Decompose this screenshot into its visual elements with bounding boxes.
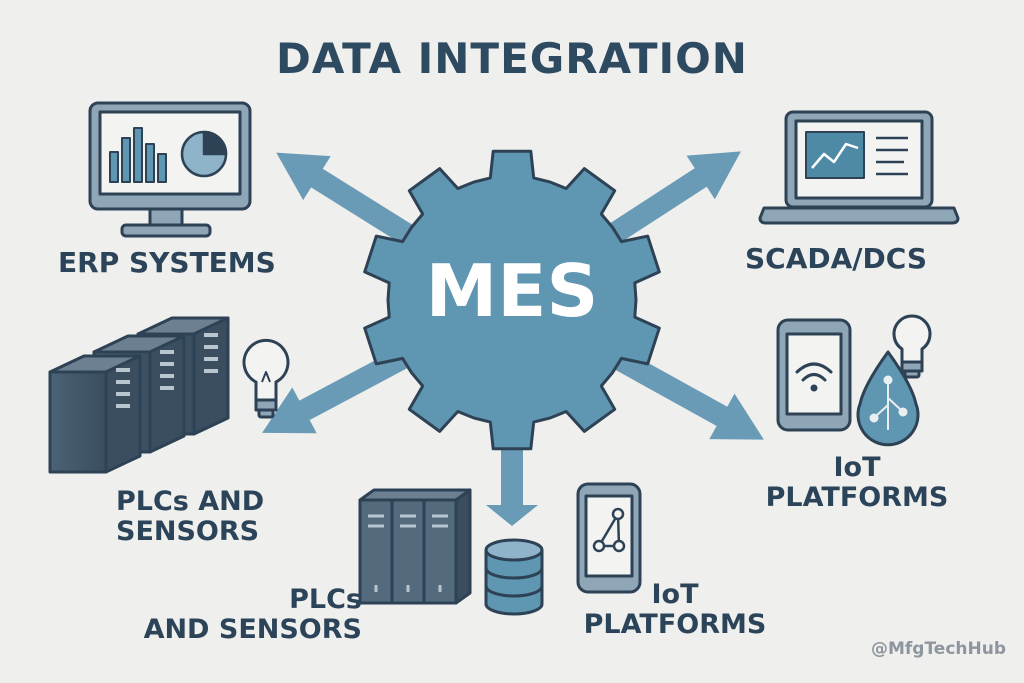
bar-chart-icon [109,127,167,183]
wifi-icon [795,362,833,392]
watermark: @MfgTechHub [870,639,1006,659]
server-rack-front [48,354,142,474]
server-rack-icon [358,488,472,605]
network-nodes-icon [592,507,626,553]
smartphone-icon [576,482,642,594]
light-bulb-icon [242,338,290,419]
node-label-scada: SCADA/DCS [745,242,927,275]
database-icon [484,538,544,616]
gear-icon [363,149,661,451]
hub-label: MES [425,249,599,333]
laptop-icon [758,110,960,225]
pie-chart-icon [180,130,228,178]
server-rack-icon [48,316,230,474]
circuit-drop-icon [856,350,920,447]
smartphone-icon [776,318,852,432]
light-bulb-icon [892,314,932,379]
desktop-monitor-icon [88,101,252,238]
node-label-plc-bottom: PLCs AND SENSORS [143,584,362,645]
node-label-plc-left: PLCs AND SENSORS [116,486,265,547]
line-chart-icon [805,131,908,179]
node-label-erp: ERP SYSTEMS [58,246,276,279]
page-title: DATA INTEGRATION [276,34,748,83]
node-label-iot-right: IoT PLATFORMS [765,452,949,513]
node-label-iot-bottom: IoT PLATFORMS [583,579,767,640]
